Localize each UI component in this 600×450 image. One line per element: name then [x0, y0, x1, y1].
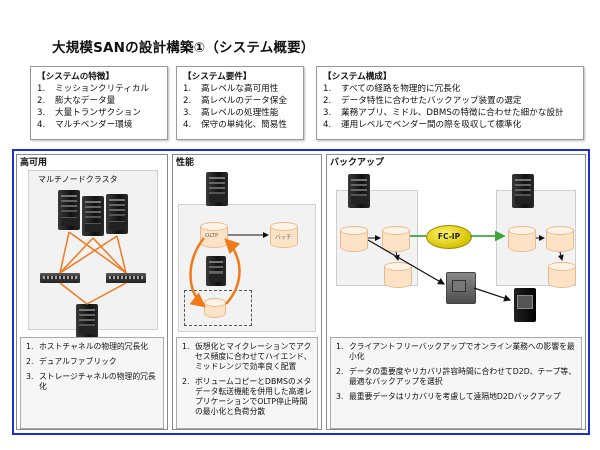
cluster-server-icon — [82, 196, 104, 236]
ha-paths — [59, 231, 127, 305]
system-requirements-heading: 【システム要件】 — [183, 72, 252, 82]
midrange-server-icon — [206, 256, 226, 286]
backup-notes: 1.クライアントフリーバックアップでオンライン業務への影響を最小化 2.データの… — [330, 337, 582, 429]
list-item: 2.データ特性に合わせたバックアップ装置の選定 — [323, 96, 522, 106]
performance-notes: 1.仮想化とマイクレーションでアクセス頻度に合わせてハイエンド、ミッドレンジで効… — [176, 337, 318, 429]
cluster-server-icon — [58, 190, 80, 230]
list-item: 2.膨大なデータ量 — [37, 96, 116, 106]
backup-host-icon — [348, 174, 370, 208]
batch-volume-icon — [270, 222, 298, 248]
list-item: 4.運用レベルでベンダー間の際を吸収して標準化 — [323, 120, 522, 130]
backup-arrows — [367, 230, 564, 302]
list-item: 1.すべての経路を物理的に冗長化 — [323, 84, 461, 94]
remote-volume-icon — [546, 226, 574, 252]
list-item: 3.最重要データはリカバリを考慮して遠隔地D2Dバックアップ — [336, 392, 561, 401]
primary-backup-volume-icon — [384, 262, 412, 288]
performance-panel-title: 性能 — [176, 158, 195, 168]
host-server-icon — [206, 172, 228, 206]
system-requirements-box: 【システム要件】 1.高レベルな高可用性 2.高レベルのデータ保全 3.高レベル… — [176, 66, 304, 140]
cluster-label: マルチノードクラスタ — [38, 175, 118, 184]
list-item: 1.クライアントフリーバックアップでオンライン業務への影響を最小化 — [336, 342, 575, 361]
list-item: 3.高レベルの処理性能 — [183, 108, 279, 118]
page-title: 大規模SANの設計構築①（システム概要） — [52, 40, 315, 56]
system-features-heading: 【システムの特徴】 — [37, 72, 115, 82]
list-item: 3.ストレージチャネルの物理的冗長化 — [26, 372, 156, 391]
batch-label: バッチ — [275, 235, 292, 241]
tape-library-icon — [514, 288, 536, 322]
list-item: 3.業務アプリ、ミドル、DBMSの特徴に合わせた細かな設計 — [323, 108, 564, 118]
ha-panel-title: 高可用 — [20, 158, 48, 168]
list-item: 2.高レベルのデータ保全 — [183, 96, 287, 106]
backup-panel-title: バックアップ — [330, 158, 385, 168]
remote-host-icon — [512, 174, 534, 208]
oltp-label: OLTP — [205, 233, 219, 239]
cluster-server-icon — [106, 194, 128, 234]
primary-volume-icon — [340, 226, 368, 252]
list-item: 3.大量トランザクション — [37, 108, 141, 118]
list-item: 1.高レベルな高可用性 — [183, 84, 279, 94]
list-item: 4.保守の単純化、簡易性 — [183, 120, 287, 130]
list-item: 1.ホストチャネルの物理的冗長化 — [26, 342, 149, 351]
oltp-volume-icon — [200, 222, 228, 248]
list-item: 2.データの重要度やリカバリ許容時間に合わせてD2D、テープ等、最適なバックアッ… — [336, 367, 577, 386]
list-item: 1.仮想化とマイクレーションでアクセス頻度に合わせてハイエンド、ミッドレンジで効… — [182, 342, 312, 371]
list-item: 1.ミッションクリティカル — [37, 84, 150, 94]
list-item: 4.マルチベンダー環境 — [37, 120, 133, 130]
list-item: 2.デュアルファブリック — [26, 357, 117, 366]
system-features-box: 【システムの特徴】 1.ミッションクリティカル 2.膨大なデータ量 3.大量トラ… — [30, 66, 168, 140]
system-composition-heading: 【システム構成】 — [323, 72, 392, 82]
migration-arrows — [189, 232, 269, 308]
storage-icon — [76, 304, 98, 338]
midrange-storage-box — [184, 290, 252, 326]
fc-switch-icon — [106, 273, 146, 283]
fc-switch-icon — [40, 273, 80, 283]
fc-ip-link: FC-IP — [426, 225, 472, 249]
ha-notes: 1.ホストチャネルの物理的冗長化 2.デュアルファブリック 3.ストレージチャネ… — [20, 337, 164, 429]
remote-volume-icon — [508, 226, 536, 252]
backup-server-icon — [446, 272, 476, 304]
list-item: 2.ボリュームコピーとDBMSのメタデータ転送機能を併用した高速レプリケーション… — [182, 377, 312, 416]
system-composition-box: 【システム構成】 1.すべての経路を物理的に冗長化 2.データ特性に合わせたバッ… — [316, 66, 584, 140]
primary-volume-icon — [382, 226, 410, 252]
remote-backup-volume-icon — [548, 262, 576, 288]
